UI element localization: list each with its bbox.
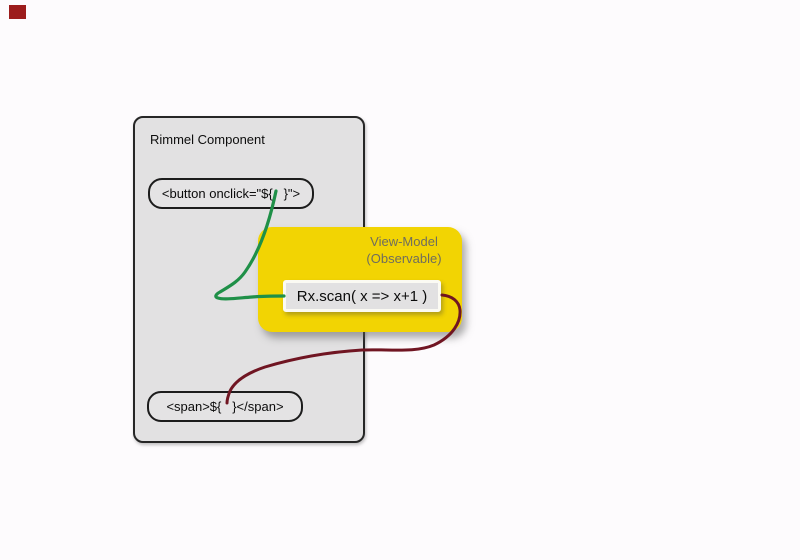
view-model-title: View-Model bbox=[370, 234, 438, 249]
view-model-subtitle: (Observable) bbox=[366, 250, 442, 266]
view-model-box: View-Model (Observable) Rx.scan( x => x+… bbox=[258, 227, 462, 332]
view-model-label: View-Model (Observable) bbox=[338, 234, 470, 267]
rx-scan-code-box: Rx.scan( x => x+1 ) bbox=[283, 280, 441, 312]
button-template-snippet: <button onclick="${ }"> bbox=[148, 178, 314, 209]
span-template-snippet: <span>${ }</span> bbox=[147, 391, 303, 422]
rimmel-component-title: Rimmel Component bbox=[150, 132, 265, 147]
recording-indicator-icon bbox=[9, 5, 26, 19]
